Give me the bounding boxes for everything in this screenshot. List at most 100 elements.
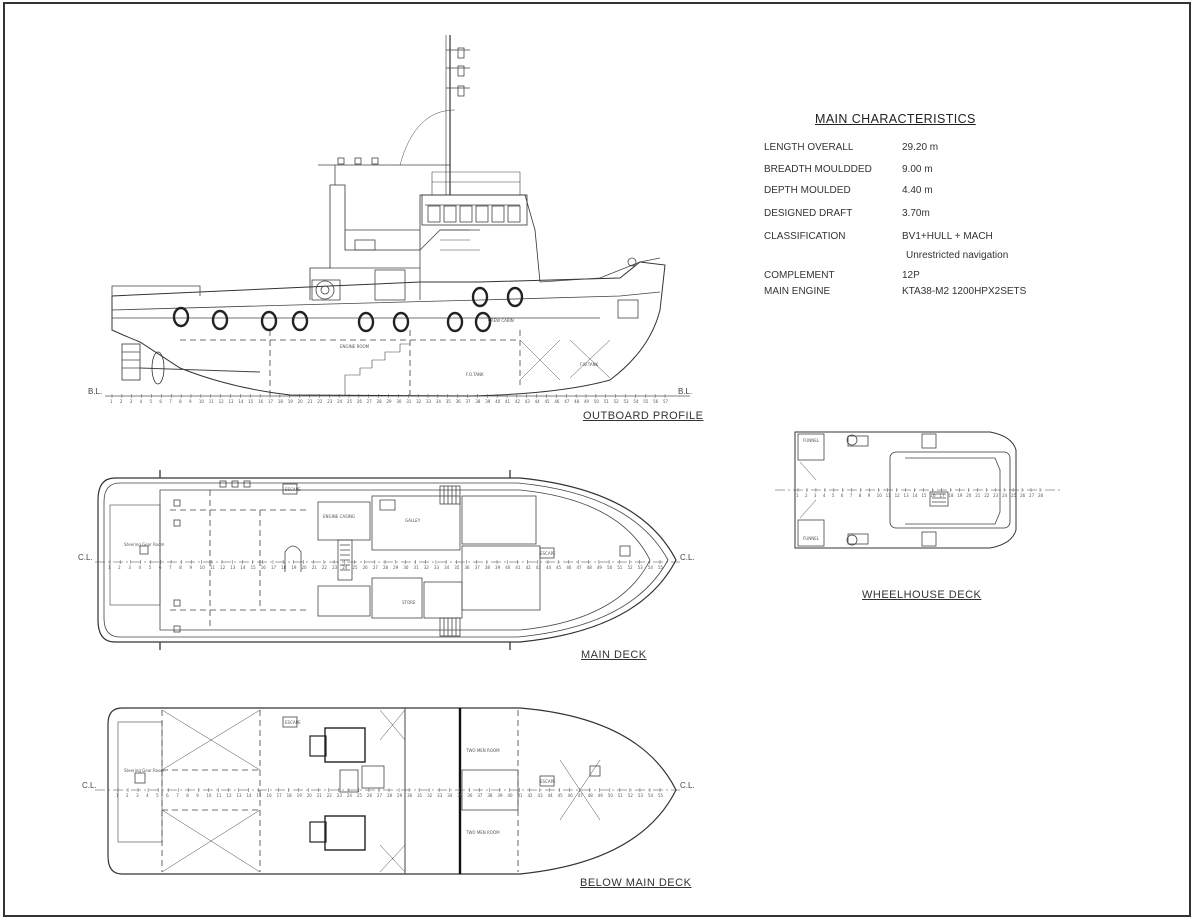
station-number: 21 <box>317 793 323 798</box>
station-number: 33 <box>426 399 432 404</box>
characteristic-value: 3.70m <box>902 208 930 219</box>
station-number: 11 <box>210 565 216 570</box>
svg-text:STORE: STORE <box>402 600 416 605</box>
station-number: 2 <box>126 793 129 798</box>
station-number: 5 <box>832 493 835 498</box>
station-number: 12 <box>220 565 226 570</box>
station-number: 53 <box>624 399 630 404</box>
station-number: 44 <box>535 399 541 404</box>
characteristic-value: BV1+HULL + MACH <box>902 231 993 242</box>
station-number: 35 <box>457 793 463 798</box>
station-number: 16 <box>261 565 267 570</box>
station-number: 8 <box>179 565 182 570</box>
station-number: 15 <box>248 399 254 404</box>
characteristic-key: BREADTH MOULDDED <box>764 164 872 175</box>
svg-text:Steering Gear Room: Steering Gear Room <box>124 768 165 773</box>
station-number: 8 <box>186 793 189 798</box>
station-number: 52 <box>627 565 633 570</box>
svg-text:ESCAPE: ESCAPE <box>285 487 301 492</box>
station-number: 3 <box>136 793 139 798</box>
station-number: 14 <box>246 793 252 798</box>
station-number: 48 <box>574 399 580 404</box>
station-number: 31 <box>414 565 420 570</box>
station-number: 9 <box>196 793 199 798</box>
station-number: 4 <box>146 793 149 798</box>
station-number: 21 <box>312 565 318 570</box>
station-number: 11 <box>216 793 222 798</box>
station-number: 25 <box>1011 493 1017 498</box>
station-number: 14 <box>240 565 246 570</box>
station-number: 37 <box>475 565 481 570</box>
station-number: 12 <box>226 793 232 798</box>
svg-text:Steering Gear Room: Steering Gear Room <box>124 542 165 547</box>
characteristic-key: MAIN ENGINE <box>764 286 831 297</box>
station-number: 27 <box>377 793 383 798</box>
characteristic-key: CLASSIFICATION <box>764 231 846 242</box>
station-number: 7 <box>169 565 172 570</box>
station-number: 45 <box>545 399 551 404</box>
station-number: 23 <box>327 399 333 404</box>
station-number: 20 <box>966 493 972 498</box>
station-number: 50 <box>594 399 600 404</box>
wheelhouse-deck-drawing <box>775 431 1060 549</box>
station-number: 47 <box>577 565 583 570</box>
station-number: 16 <box>930 493 936 498</box>
station-number: 53 <box>638 793 644 798</box>
station-number: 18 <box>278 399 284 404</box>
station-number: 43 <box>538 793 544 798</box>
station-number: 26 <box>1020 493 1026 498</box>
station-number: 23 <box>993 493 999 498</box>
station-number: 42 <box>528 793 534 798</box>
station-number: 15 <box>251 565 257 570</box>
station-number: 46 <box>568 793 574 798</box>
station-number: 51 <box>617 565 623 570</box>
characteristic-key: LENGTH OVERALL <box>764 142 854 153</box>
station-number: 14 <box>913 493 919 498</box>
station-number: 25 <box>347 399 353 404</box>
station-number: 48 <box>588 793 594 798</box>
station-number: 41 <box>515 565 521 570</box>
station-number: 25 <box>357 793 363 798</box>
station-number: 20 <box>307 793 313 798</box>
station-number: 8 <box>179 399 182 404</box>
station-number: 37 <box>477 793 483 798</box>
station-number: 50 <box>608 793 614 798</box>
station-number: 31 <box>406 399 412 404</box>
station-number: 9 <box>189 565 192 570</box>
station-number: 44 <box>546 565 552 570</box>
characteristic-key: DESIGNED DRAFT <box>764 208 853 219</box>
station-number: 32 <box>427 793 433 798</box>
station-number: 39 <box>497 793 503 798</box>
station-number: 24 <box>1002 493 1008 498</box>
station-number: 51 <box>618 793 624 798</box>
characteristic-value: KTA38-M2 1200HPX2SETS <box>902 286 1027 297</box>
station-number: 27 <box>373 565 379 570</box>
main-deck-drawing <box>95 470 680 650</box>
station-number: 18 <box>281 565 287 570</box>
station-number: 8 <box>859 493 862 498</box>
station-number: 19 <box>291 565 297 570</box>
station-number: 11 <box>209 399 215 404</box>
station-number: 1 <box>796 493 799 498</box>
station-number: 22 <box>317 399 323 404</box>
station-number: 47 <box>578 793 584 798</box>
station-number: 55 <box>643 399 649 404</box>
station-number: 19 <box>288 399 294 404</box>
station-number: 7 <box>169 399 172 404</box>
station-number: 13 <box>230 565 236 570</box>
station-number: 3 <box>814 493 817 498</box>
station-number: 55 <box>658 565 664 570</box>
station-number: 34 <box>444 565 450 570</box>
station-number: 5 <box>156 793 159 798</box>
main-deck-caption: MAIN DECK <box>581 649 647 661</box>
station-number: 17 <box>277 793 283 798</box>
station-number: 20 <box>302 565 308 570</box>
station-number: 17 <box>268 399 274 404</box>
station-number: 3 <box>130 399 133 404</box>
station-number: 33 <box>434 565 440 570</box>
station-number: 18 <box>287 793 293 798</box>
